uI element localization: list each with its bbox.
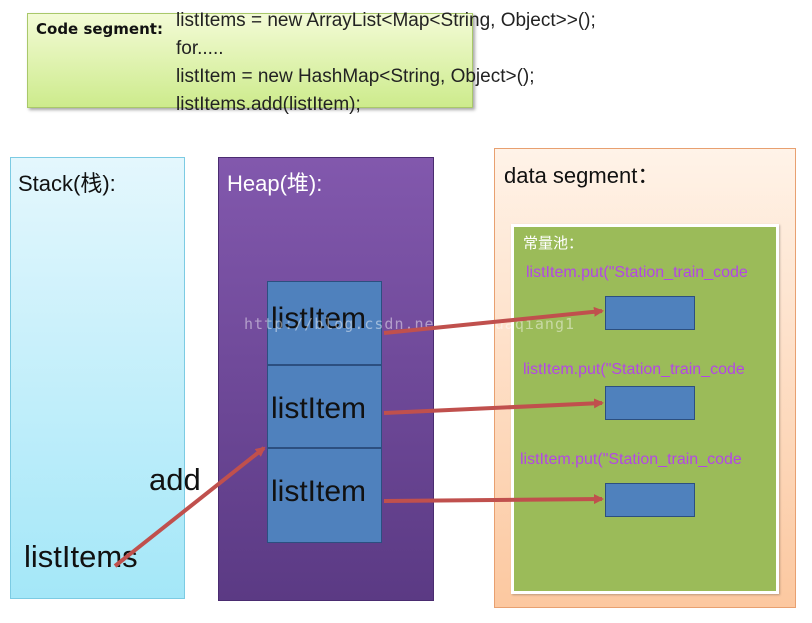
code-line: listItems.add(listItem); — [176, 94, 361, 115]
heap-cell-label: listItem — [271, 302, 367, 335]
reference-arrow — [383, 398, 604, 415]
heap-cell-label: listItem — [271, 392, 367, 425]
watermark: http://blog.csdn.net/sunhuaqiang1 — [244, 315, 576, 333]
data-segment-title: data segment： — [504, 163, 660, 188]
value-object-box — [605, 296, 695, 330]
code-segment-box — [27, 13, 473, 108]
add-arrow — [113, 446, 266, 568]
constant-pool-title: 常量池： — [523, 235, 584, 252]
reference-arrow — [383, 494, 604, 505]
heap-title: Heap(堆): — [227, 171, 323, 196]
stack-variable-label: listItems — [24, 539, 138, 574]
heap-cell — [267, 281, 382, 365]
reference-arrow — [383, 306, 604, 335]
stack-title: Stack(栈): — [18, 171, 116, 196]
stack-region — [10, 157, 185, 599]
put-statement: listItem.put("Station_train_code — [520, 451, 742, 468]
code-line: for..... — [176, 38, 224, 59]
put-statement: listItem.put("Station_train_code — [523, 361, 745, 378]
value-object-box — [605, 386, 695, 420]
heap-cell-label: listItem — [271, 475, 367, 508]
put-statement: listItem.put("Station_train_code — [526, 264, 748, 281]
code-segment-label: Code segment: — [36, 20, 163, 38]
add-label: add — [149, 462, 201, 497]
code-line: listItem = new HashMap<String, Object>()… — [176, 66, 535, 87]
value-object-box — [605, 483, 695, 517]
code-line: listItems = new ArrayList<Map<String, Ob… — [176, 10, 596, 31]
heap-cell — [267, 365, 382, 448]
heap-cell — [267, 448, 382, 543]
